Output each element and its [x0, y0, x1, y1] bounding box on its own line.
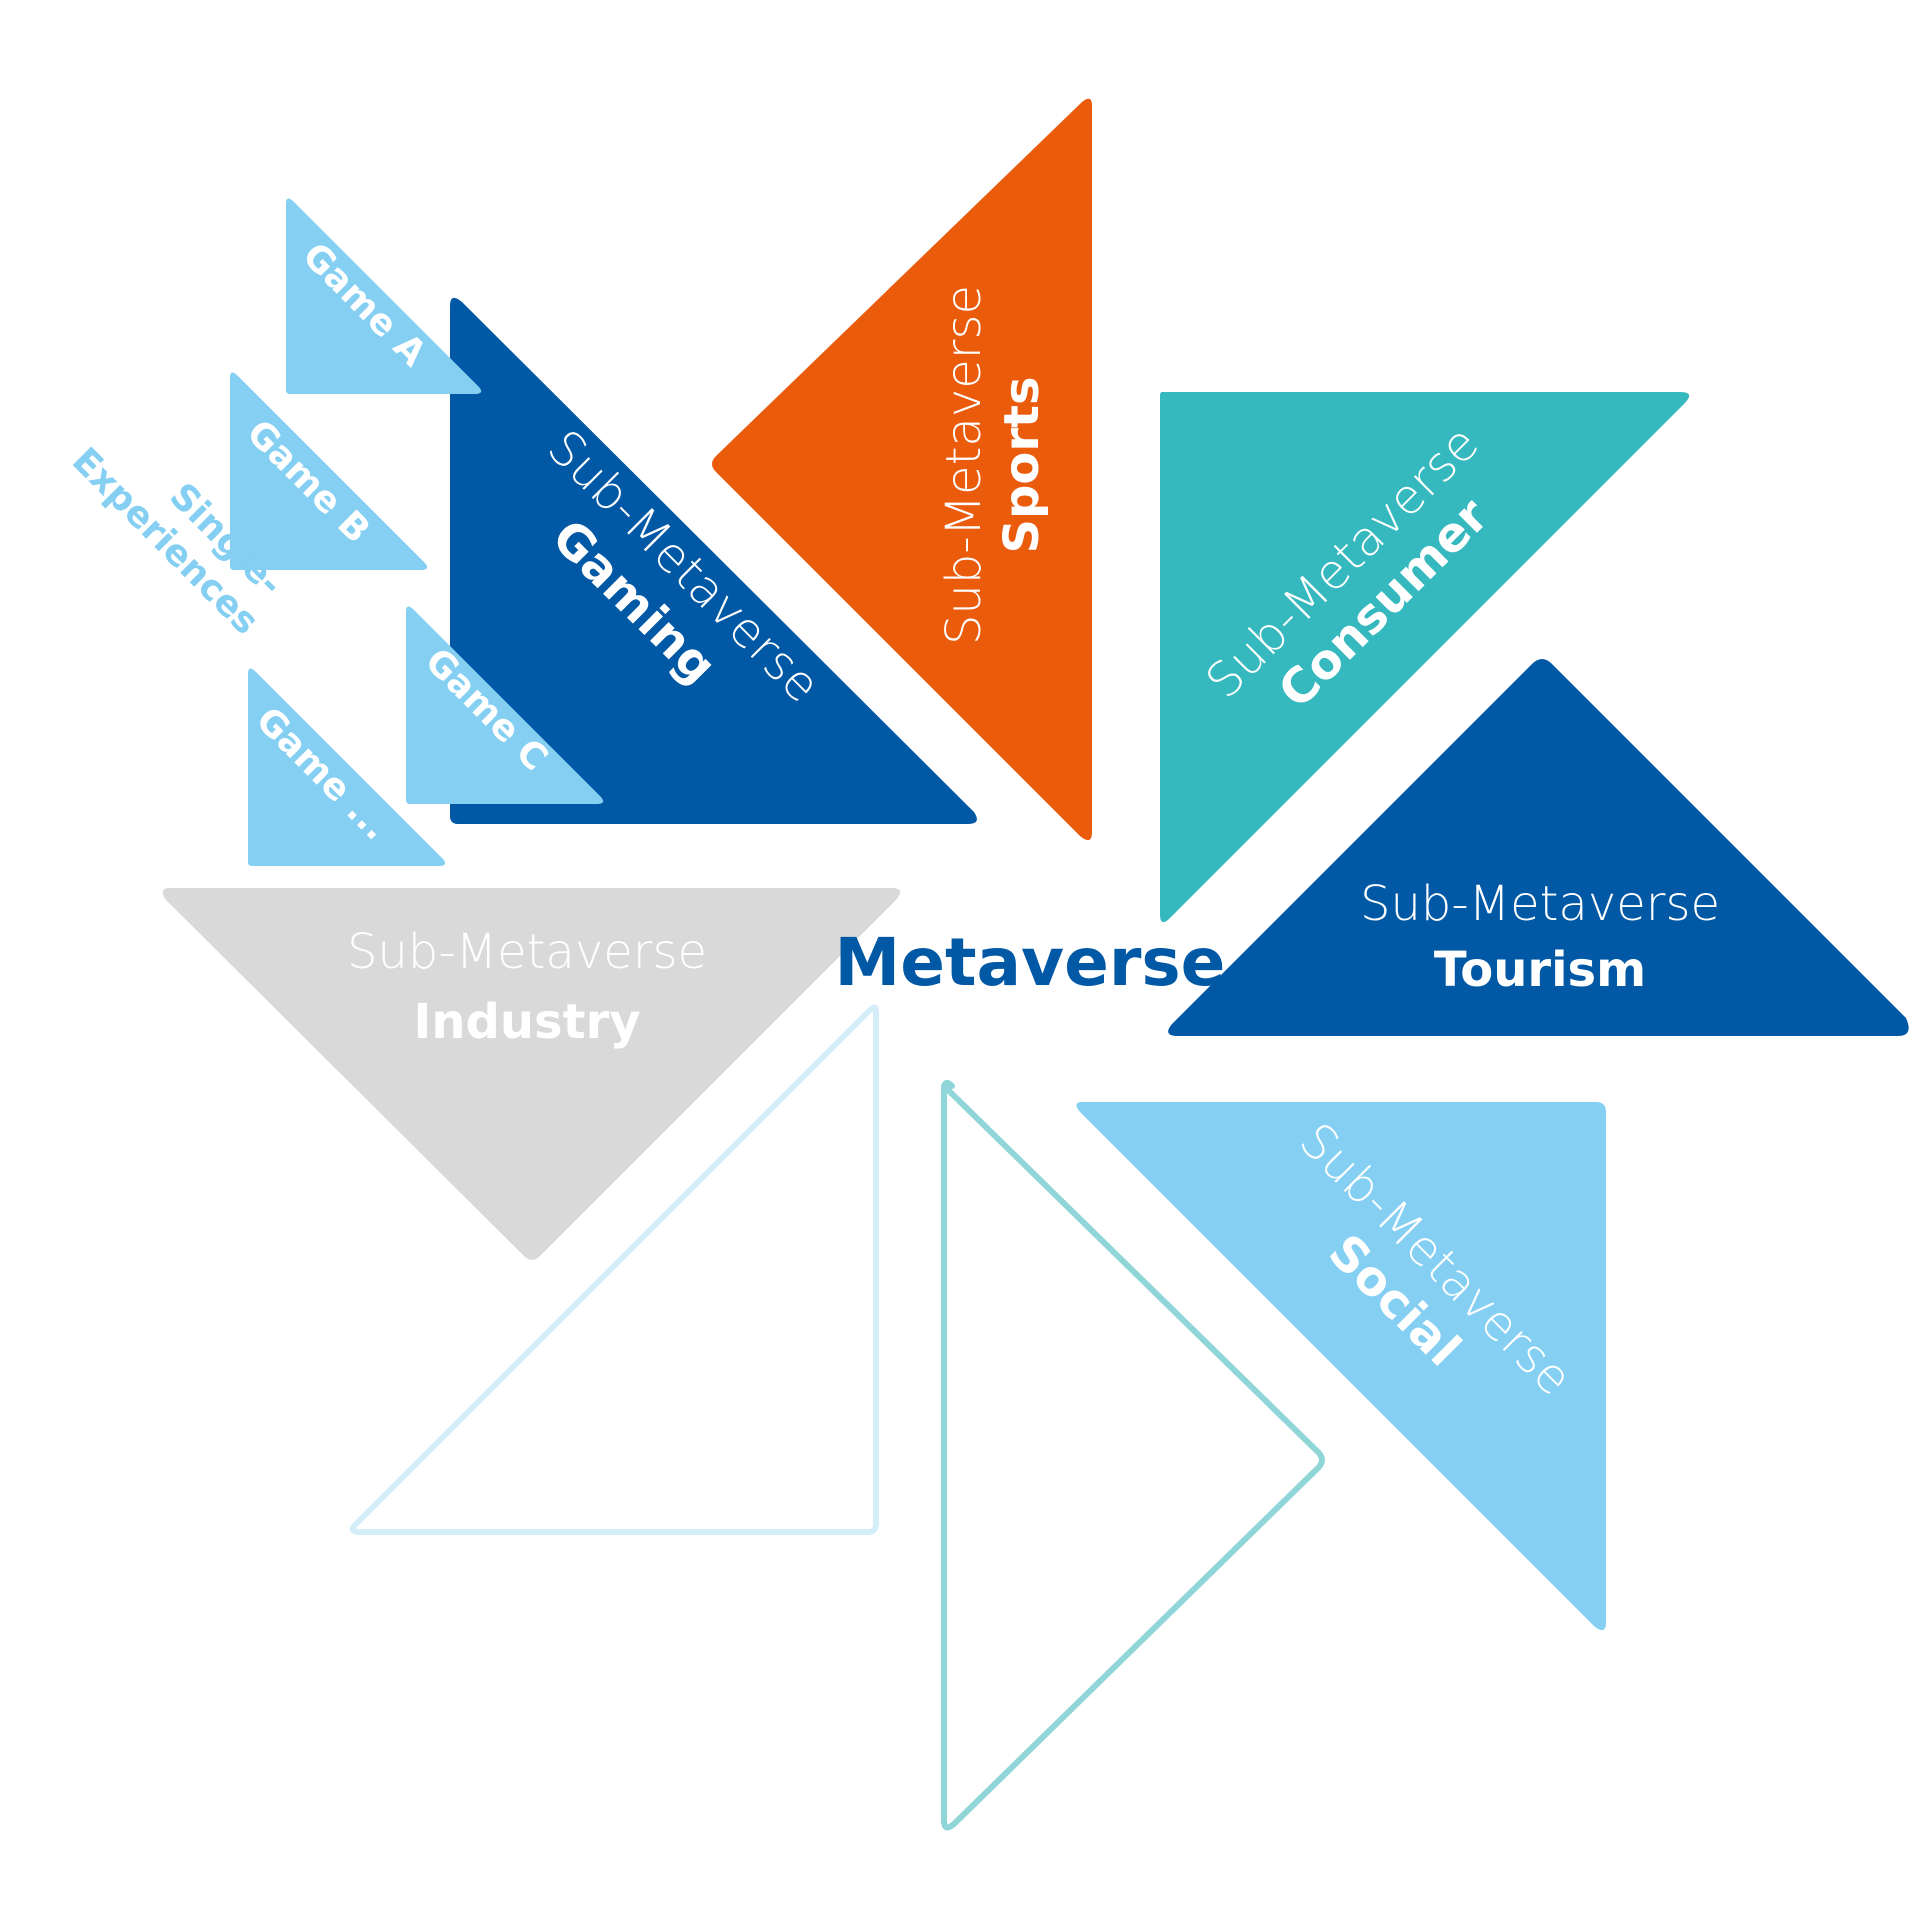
tourism-prefix: Sub-Metaverse	[1360, 876, 1720, 932]
game-c-triangle[interactable]	[406, 606, 604, 804]
consumer-triangle[interactable]	[1160, 392, 1690, 923]
empty-slot-triangle-right	[941, 1079, 1325, 1831]
empty-slot-triangle-left	[349, 1004, 879, 1535]
industry-triangle[interactable]	[162, 888, 901, 1260]
game-ellipsis-triangle[interactable]	[248, 668, 446, 866]
industry-name: Industry	[413, 994, 640, 1050]
tourism-triangle[interactable]	[1168, 659, 1909, 1036]
center-label: Metaverse	[835, 924, 1226, 1001]
sports-triangle[interactable]	[712, 98, 1092, 841]
industry-prefix: Sub-Metaverse	[347, 924, 707, 980]
sports-name: Sports	[994, 376, 1050, 553]
game-a-triangle[interactable]	[286, 198, 482, 394]
game-b-triangle[interactable]	[230, 372, 428, 570]
gaming-triangle[interactable]	[450, 297, 977, 824]
social-triangle[interactable]	[1076, 1102, 1606, 1631]
tourism-name: Tourism	[1434, 942, 1646, 998]
sports-prefix: Sub-Metaverse	[936, 285, 992, 645]
